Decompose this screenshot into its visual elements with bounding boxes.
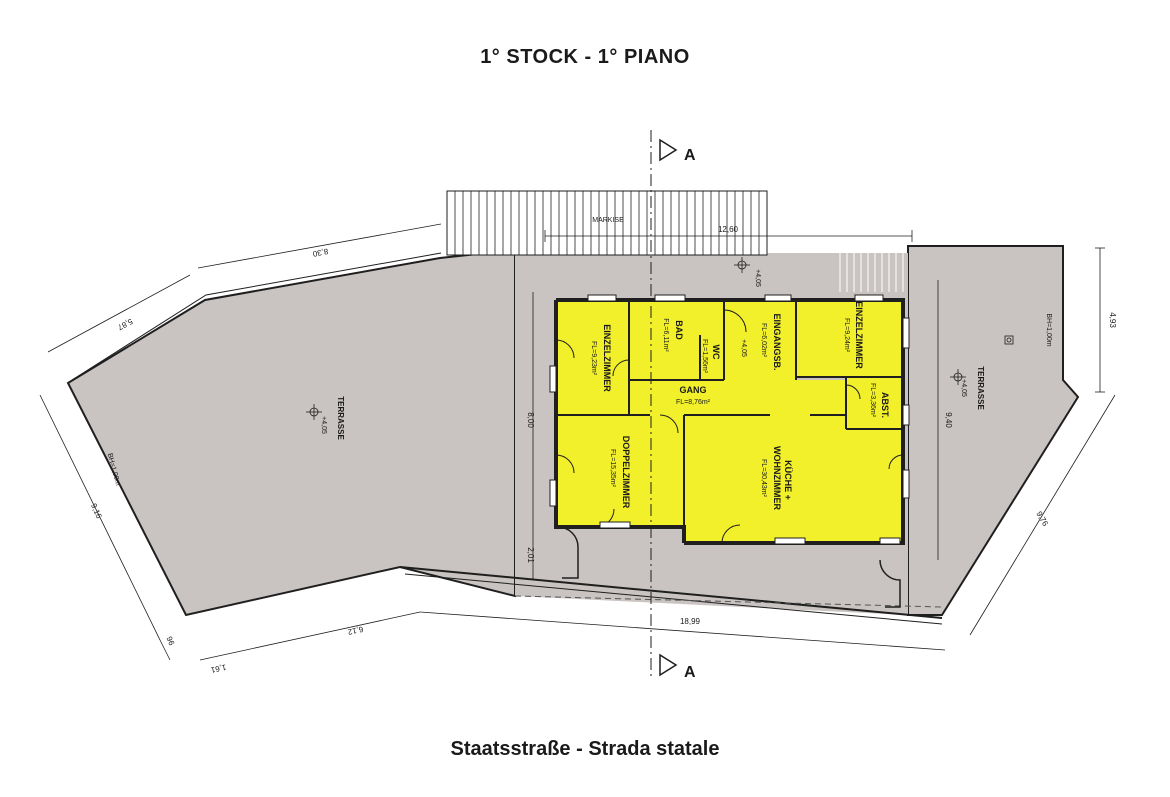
dim-bottom-small: 1,61	[209, 662, 227, 674]
dim-left-slant: 5,87	[116, 317, 134, 333]
stair-hatch	[839, 250, 904, 292]
level-eingang: +4,05	[740, 339, 747, 357]
entrance-level-marker: +4,05	[734, 257, 761, 287]
dim-right-height: 4,93	[1108, 312, 1117, 328]
dim-bottom-long: 18,99	[680, 617, 701, 626]
room-fills	[556, 300, 903, 543]
area-wc: FL=1,56m²	[701, 339, 708, 374]
label-wohnzimmer: WOHNZIMMER	[772, 446, 782, 510]
area-gang: FL=8,76m²	[676, 399, 711, 406]
label-abst: ABST.	[880, 392, 890, 418]
dim-bottom-left: 6,12	[346, 624, 364, 636]
right-terrace-bh: BH=1,00m	[1045, 313, 1052, 346]
right-terrace-name: TERRASSE	[976, 366, 985, 410]
section-label-top: A	[684, 147, 696, 164]
south-dashed-line	[514, 595, 943, 608]
area-abst: FL=3,36m²	[869, 383, 876, 418]
left-terrace-parapet	[71, 252, 442, 381]
area-eingangsb: FL=6,02m²	[760, 323, 767, 358]
street-label: Staatsstraße - Strada statale	[450, 738, 720, 760]
area-einzelzimmer-right: FL=9,24m²	[843, 318, 850, 353]
area-bad: FL=6,11m²	[662, 318, 669, 352]
label-einzelzimmer-right: EINZELZIMMER	[854, 301, 864, 369]
page-title: 1° STOCK - 1° PIANO	[480, 46, 690, 68]
room-wc	[700, 335, 724, 380]
area-doppelzimmer: FL=15,35m²	[609, 449, 616, 488]
label-kueche: KÜCHE +	[783, 460, 793, 500]
room-kueche	[684, 415, 903, 543]
area-kueche: FL=30,43m²	[760, 459, 767, 498]
right-terrace-level: +4,05	[960, 379, 967, 397]
label-doppelzimmer: DOPPELZIMMER	[621, 436, 631, 509]
label-wc: WC	[711, 345, 721, 360]
room-gang	[629, 380, 846, 415]
dim-right-inner: 9,40	[944, 412, 953, 428]
label-gang: GANG	[680, 385, 707, 395]
markise-awning: MARKISE	[446, 190, 768, 256]
right-terrace-area	[907, 245, 1080, 616]
dim-left-top: 8,30	[311, 247, 329, 259]
dim-left-short: 96	[164, 635, 176, 647]
dim-top-width: 12,60	[718, 225, 739, 234]
dim-left-long: 9,16	[89, 502, 104, 520]
room-kueche-extension	[684, 415, 846, 429]
room-labels: EINZELZIMMER FL=9,23m² BAD FL=6,11m² WC …	[590, 301, 890, 510]
right-terrace-labels: TERRASSE +4,05 BH=1,00m	[950, 313, 1052, 410]
section-arrow-bottom	[659, 653, 678, 677]
dimension-lines	[39, 223, 1116, 661]
room-einzelzimmer-right	[796, 300, 903, 377]
left-terrace-name: TERRASSE	[336, 396, 345, 440]
section-label-bottom: A	[684, 664, 696, 681]
south-balcony-arcs	[557, 526, 901, 608]
entrance-level: +4,05	[754, 269, 761, 287]
windows	[549, 294, 910, 545]
room-eingangsb	[724, 300, 796, 380]
markise-label: MARKISE	[592, 217, 624, 224]
label-bad: BAD	[674, 320, 684, 340]
room-einzelzimmer-left	[556, 300, 629, 415]
dim-inner-height: 8,00	[526, 412, 535, 428]
south-facade-line	[399, 566, 943, 619]
door-swings	[555, 309, 904, 544]
area-einzelzimmer-left: FL=9,23m²	[590, 341, 597, 376]
label-eingangsb: EINGANGSB.	[772, 313, 782, 370]
dim-inner-small: 2,01	[526, 547, 535, 563]
room-doppelzimmer	[556, 415, 684, 527]
dim-right-slant: 9,76	[1034, 510, 1050, 528]
label-einzelzimmer-left: EINZELZIMMER	[602, 324, 612, 392]
south-facade-line-inner	[404, 573, 943, 625]
left-terrace-level: +4,05	[320, 416, 327, 434]
section-arrow-top	[659, 138, 678, 162]
